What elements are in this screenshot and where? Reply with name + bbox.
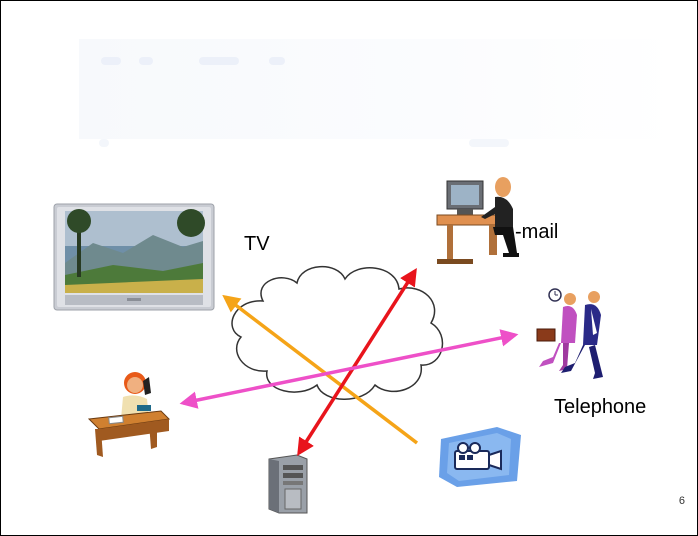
computer-user-icon [433,173,529,269]
telephone-label: Telephone [554,396,647,418]
tv-icon [53,203,215,311]
cloud-icon [231,265,444,400]
running-people-icon [513,285,613,385]
arrow-telephone-to-receptionist [179,329,519,409]
video-camera-icon [437,425,525,489]
faded-title-area [79,39,679,147]
tv-label: TV [244,233,270,255]
email-label: -mail [515,221,559,243]
server-tower-icon [267,453,309,515]
receptionist-phone-icon [87,369,173,461]
page-number: 6 [678,495,685,507]
